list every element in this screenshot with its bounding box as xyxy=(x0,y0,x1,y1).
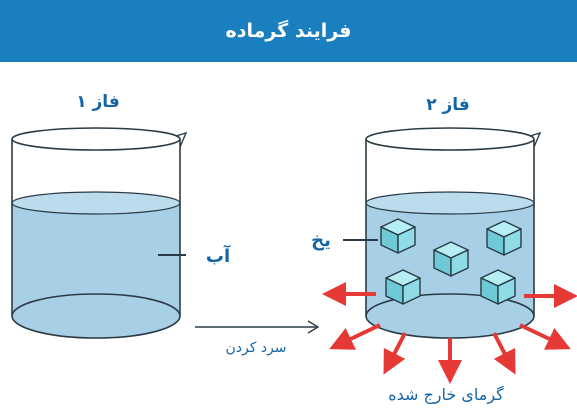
water-label: آب xyxy=(206,244,231,267)
heat-arrows xyxy=(322,282,577,384)
beaker-1 xyxy=(11,127,188,339)
heat-arrow-icon xyxy=(492,332,516,375)
process-label: سرد کردن xyxy=(225,340,286,356)
ice-cube-icon xyxy=(480,269,516,305)
heat-arrow-icon xyxy=(329,323,381,350)
beaker-rim-1 xyxy=(11,127,181,151)
phase2-title: فاز ۲ xyxy=(426,95,470,115)
process-arrow-head xyxy=(307,320,320,334)
ice-cube-icon xyxy=(380,218,416,254)
beaker-rim-2 xyxy=(365,127,535,151)
water-surface-1 xyxy=(11,191,181,215)
water-1 xyxy=(12,203,180,338)
heat-arrow-icon xyxy=(383,332,407,375)
heat-arrow-icon xyxy=(519,323,571,350)
ice-label: یخ xyxy=(311,230,331,251)
page-title: فرایند گرماده xyxy=(225,20,352,42)
ice-cube-icon xyxy=(385,269,421,305)
header-bar: فرایند گرماده xyxy=(0,0,577,62)
water-surface-2 xyxy=(365,191,535,215)
ice-cube-icon xyxy=(433,241,469,277)
phase1-title: فاز ۱ xyxy=(76,92,120,112)
heat-label: گرمای خارج شده xyxy=(388,385,504,405)
diagram: فاز ۱ فاز ۲ آب سرد کردن یخ xyxy=(11,92,577,405)
spout-2 xyxy=(529,131,542,148)
spout-1 xyxy=(175,131,188,148)
ice-cube-icon xyxy=(486,220,522,256)
